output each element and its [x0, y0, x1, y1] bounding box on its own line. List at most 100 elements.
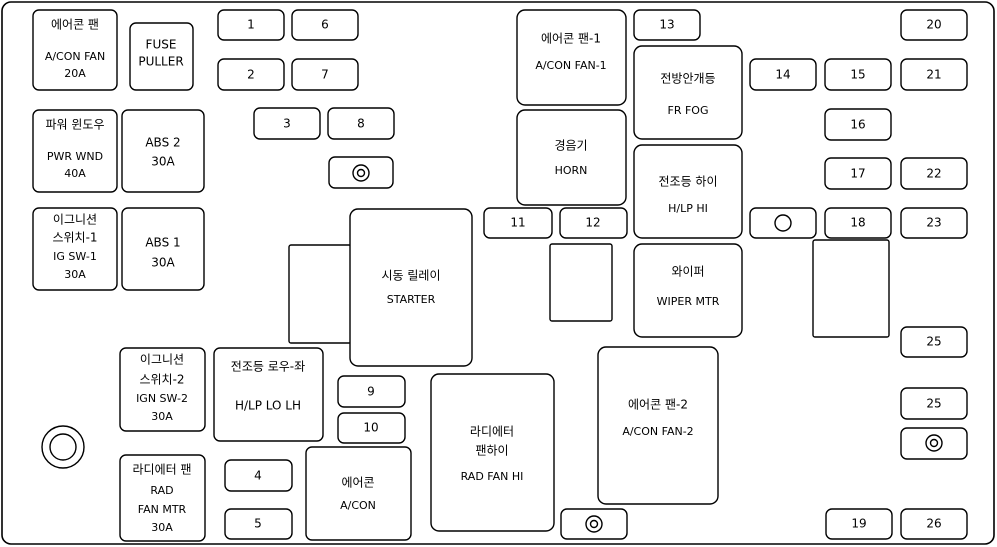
relay-acon-fan-1-label-ko: 에어콘 팬-1	[541, 32, 601, 46]
fuse-8-label: 8	[357, 117, 365, 131]
relay-acon-fan-1: 에어콘 팬-1 A/CON FAN-1	[516, 9, 627, 106]
fuse-25-lower-label: 25	[926, 397, 941, 411]
relay-pwr-wnd: 파워 윈도우 PWR WND 40A	[32, 109, 118, 193]
fuse-20: 20	[900, 9, 968, 41]
fuse-4: 4	[224, 459, 293, 492]
relay-acon-fan-2-label-ko: 에어콘 팬-2	[628, 398, 688, 412]
fuse-2-label: 2	[247, 68, 255, 82]
fuse-15-label: 15	[850, 68, 865, 82]
fuse-abs2: ABS 2 30A	[121, 109, 205, 193]
fuse-17-label: 17	[850, 167, 865, 181]
fuse-puller[interactable]: FUSE PULLER	[129, 22, 194, 91]
fuse-13: 13	[633, 9, 701, 41]
relay-hlp-lo-lh-label-ko: 전조등 로우-좌	[231, 360, 305, 374]
relay-acon-fan-1-label-en: A/CON FAN-1	[535, 59, 606, 72]
fuse-7-label: 7	[321, 68, 329, 82]
relay-ig-sw-1: 이그니션 스위치-1 IG SW-1 30A	[32, 207, 118, 291]
fuse-23-label: 23	[926, 216, 941, 230]
fuse-11: 11	[483, 207, 553, 239]
relay-ign-sw-2-label-ko-2: 스위치-2	[139, 373, 184, 387]
fuse-1: 1	[217, 9, 285, 41]
bolt-icon-bottom	[585, 515, 603, 533]
relay-ign-sw-2-label-ko-1: 이그니션	[140, 353, 184, 367]
fuse-18-label: 18	[850, 216, 865, 230]
fuse-22: 22	[900, 157, 968, 190]
relay-horn: 경음기 HORN	[516, 109, 627, 206]
relay-wiper-mtr-label-ko: 와이퍼	[671, 265, 704, 279]
fuse-16-label: 16	[850, 118, 865, 132]
fuse-15: 15	[824, 58, 892, 91]
starter-connector-outline	[288, 244, 352, 344]
fuse-23: 23	[900, 207, 968, 239]
fuse-12: 12	[559, 207, 628, 239]
relay-horn-label-ko: 경음기	[554, 139, 587, 153]
fuse-14-label: 14	[775, 68, 790, 82]
fuse-20-label: 20	[926, 18, 941, 32]
fuse-9-label: 9	[367, 385, 375, 399]
fuse-14: 14	[749, 58, 817, 91]
fuse-3-label: 3	[283, 117, 291, 131]
relay-acon-fan-20a-label-en: A/CON FAN	[45, 50, 105, 63]
mounting-hole-left	[41, 425, 85, 469]
fuse-25-lower: 25	[900, 387, 968, 420]
bolt-icon-center	[352, 164, 370, 182]
fuse-21-label: 21	[926, 68, 941, 82]
empty-relay-slot-right	[812, 239, 890, 338]
fuse-6: 6	[291, 9, 359, 41]
fuse-1-label: 1	[247, 18, 255, 32]
relay-ig-sw-1-label-ko-1: 이그니션	[53, 213, 97, 227]
relay-rad-fan-mtr-rating: 30A	[151, 521, 173, 534]
fuse-5: 5	[224, 508, 293, 540]
fuse-25-upper-label: 25	[926, 335, 941, 349]
fuse-10: 10	[337, 412, 406, 444]
fuse-puller-label-1: FUSE	[146, 38, 177, 52]
fuse-abs1-label: ABS 1	[145, 236, 180, 250]
relay-hlp-hi-label-ko: 전조등 하이	[658, 175, 717, 189]
fuse-19-label: 19	[851, 517, 866, 531]
fuse-6-label: 6	[321, 18, 329, 32]
fuse-22-label: 22	[926, 167, 941, 181]
relay-fr-fog-label-ko: 전방안개등	[660, 72, 715, 86]
relay-acon-fan-2: 에어콘 팬-2 A/CON FAN-2	[597, 346, 719, 505]
relay-rad-fan-hi: 라디에터 팬하이 RAD FAN HI	[430, 373, 555, 532]
fuse-21: 21	[900, 58, 968, 91]
fuse-17: 17	[824, 157, 892, 190]
relay-acon-fan-2-label-en: A/CON FAN-2	[622, 425, 693, 438]
relay-hlp-hi: 전조등 하이 H/LP HI	[633, 144, 743, 239]
fuse-12-label: 12	[585, 216, 600, 230]
relay-pwr-wnd-label-en: PWR WND	[47, 150, 103, 163]
fuse-13-label: 13	[659, 18, 674, 32]
relay-ig-sw-1-label-en: IG SW-1	[53, 250, 97, 263]
relay-rad-fan-mtr-label-en-1: RAD	[150, 484, 173, 497]
relay-hlp-hi-label-en: H/LP HI	[668, 202, 708, 215]
relay-ign-sw-2: 이그니션 스위치-2 IGN SW-2 30A	[119, 347, 206, 432]
relay-acon-fan-20a-rating: 20A	[64, 67, 86, 80]
relay-rad-fan-hi-label-en: RAD FAN HI	[461, 470, 524, 483]
fuse-abs2-rating: 30A	[151, 155, 175, 169]
relay-acon-label-ko: 에어콘	[341, 476, 374, 490]
relay-rad-fan-hi-label-ko-2: 팬하이	[475, 444, 508, 458]
relay-acon-fan-20a: 에어콘 팬 A/CON FAN 20A	[32, 9, 118, 91]
bolt-icon-right	[925, 434, 943, 452]
relay-rad-fan-mtr-label-ko: 라디에터 팬	[132, 463, 191, 477]
fuse-8: 8	[327, 107, 395, 140]
fuse-puller-label-2: PULLER	[138, 55, 183, 69]
spare-socket-hole	[774, 214, 792, 232]
relay-horn-label-en: HORN	[555, 164, 588, 177]
fuse-abs2-label: ABS 2	[145, 136, 180, 150]
relay-starter-label-en: STARTER	[387, 293, 436, 306]
relay-starter-label-ko: 시동 릴레이	[381, 269, 440, 283]
fuse-abs1: ABS 1 30A	[121, 207, 205, 291]
fuse-7: 7	[291, 58, 359, 91]
empty-relay-slot-left	[549, 243, 613, 322]
fuse-26: 26	[900, 508, 968, 540]
relay-ign-sw-2-label-en: IGN SW-2	[136, 392, 188, 405]
fuse-4-label: 4	[254, 469, 262, 483]
relay-ign-sw-2-rating: 30A	[151, 410, 173, 423]
fuse-16: 16	[824, 108, 892, 141]
relay-hlp-lo-lh-label-en: H/LP LO LH	[235, 399, 301, 413]
relay-hlp-lo-lh: 전조등 로우-좌 H/LP LO LH	[213, 347, 324, 442]
fuse-2: 2	[217, 58, 285, 91]
relay-pwr-wnd-rating: 40A	[64, 167, 86, 180]
fuse-5-label: 5	[254, 517, 262, 531]
